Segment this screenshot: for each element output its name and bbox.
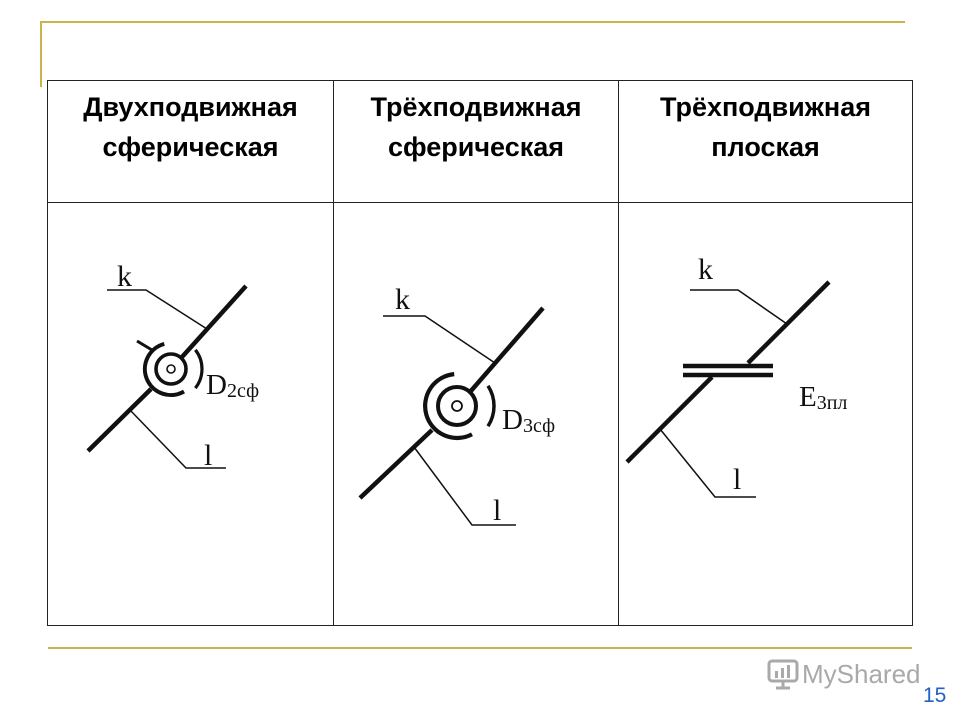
link-l	[86, 387, 153, 453]
outer-arc	[486, 384, 496, 428]
socket-arc	[423, 372, 473, 441]
link-label-l: l	[733, 463, 741, 496]
outer-arc	[194, 348, 204, 390]
leader-k	[690, 289, 788, 325]
watermark-text: MyShared	[802, 659, 921, 689]
header-title-line: Двухподвижная	[83, 92, 298, 122]
link-k	[746, 280, 831, 365]
leader-k	[107, 289, 208, 330]
ball	[436, 385, 478, 427]
header-title-line: Трёхподвижная	[660, 92, 871, 122]
pair-symbol: E	[799, 381, 817, 413]
watermark: MyShared	[766, 657, 926, 693]
header-title-line: сферическая	[387, 132, 565, 162]
ball-center	[451, 400, 463, 412]
header-cell-2: Трёхподвижная сферическая	[334, 81, 618, 202]
pair-diagram-3: k l E3пл	[625, 253, 847, 498]
column-divider	[618, 81, 619, 625]
link-label-l: l	[493, 494, 501, 527]
pair-subscript: 3пл	[817, 392, 848, 414]
bottom-accent-rule	[48, 647, 912, 649]
left-accent-rule	[40, 21, 42, 87]
header-title-line: сферическая	[102, 132, 279, 162]
link-label-k: k	[117, 260, 132, 293]
header-cell-1: Двухподвижная сферическая	[48, 81, 333, 202]
pair-subscript: 2сф	[227, 380, 259, 402]
leader-l	[413, 446, 516, 526]
header-title-line: Трёхподвижная	[370, 92, 582, 122]
header-divider	[48, 202, 912, 203]
socket-arc	[142, 341, 186, 398]
pair-diagram-1: k l D2сф	[86, 260, 259, 472]
pair-symbol: D	[502, 404, 523, 436]
diagram-cell-3: k l E3пл	[619, 203, 912, 625]
link-l	[625, 375, 714, 464]
link-k	[468, 306, 545, 394]
link-label-l: l	[204, 439, 212, 472]
ball	[154, 352, 188, 386]
pair-label: D2сф	[206, 369, 259, 402]
link-label-k: k	[698, 253, 713, 286]
pair-label: E3пл	[799, 381, 847, 414]
pair-subscript: 3сф	[523, 415, 555, 437]
pair-types-table: Двухподвижная сферическая Трёхподвижная …	[47, 80, 913, 626]
leader-l	[129, 409, 226, 469]
header-cell-3: Трёхподвижная плоская	[619, 81, 912, 202]
ball-center	[166, 364, 176, 374]
header-title-line: плоская	[711, 132, 820, 162]
leader-l	[659, 428, 756, 498]
diagram-cell-2: k l D3сф	[334, 203, 618, 625]
link-label-k: k	[395, 283, 410, 316]
pair-symbol: D	[206, 369, 227, 401]
page-number: 15	[923, 684, 947, 707]
link-k	[180, 284, 248, 359]
socket-arc-tail	[136, 339, 153, 352]
column-divider	[333, 81, 334, 625]
leader-k	[383, 315, 496, 364]
pair-label: D3сф	[502, 404, 555, 437]
pair-diagram-2: k l D3сф	[358, 283, 555, 527]
link-l	[358, 428, 434, 500]
top-accent-rule	[40, 21, 905, 23]
diagram-cell-1: k l D2сф	[48, 203, 333, 625]
presentation-screen-icon	[767, 659, 799, 690]
